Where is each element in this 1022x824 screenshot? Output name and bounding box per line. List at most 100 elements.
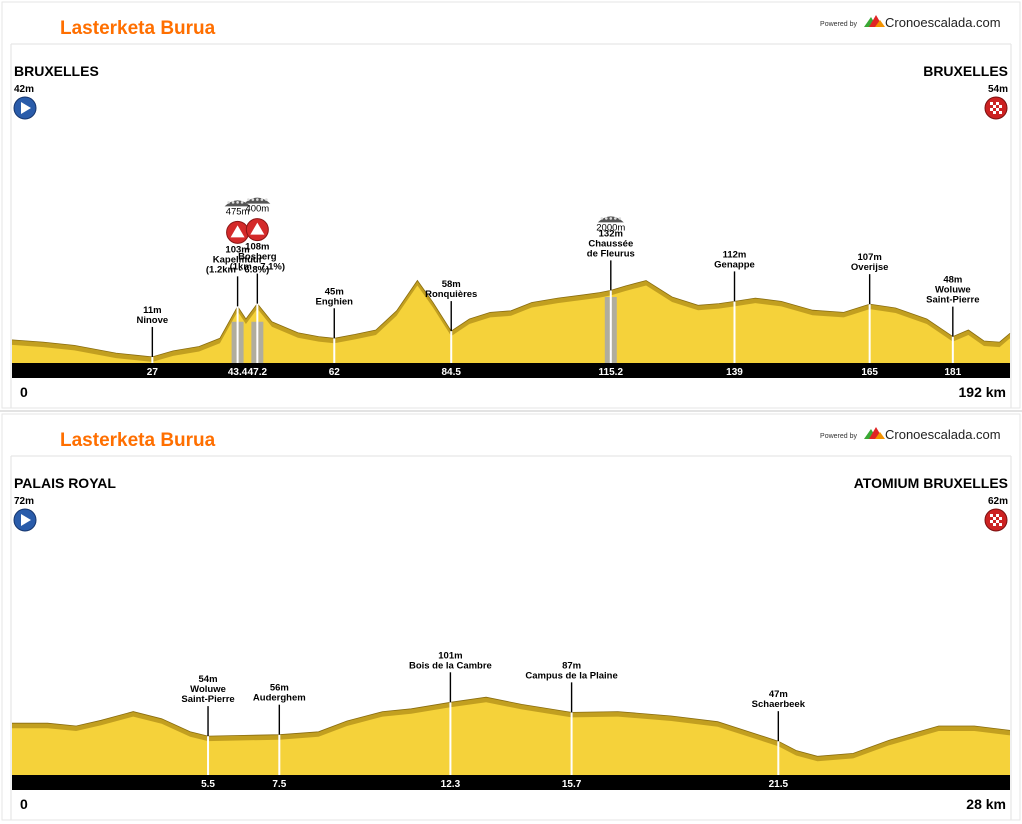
marker-elevation: 103m — [225, 244, 249, 255]
powered-by-label: Powered by — [820, 433, 857, 440]
marker-km-label: 5.5 — [201, 779, 215, 790]
cobblestone-dot — [236, 201, 239, 204]
finish-flag-square — [996, 520, 999, 523]
marker-km-label: 62 — [329, 367, 341, 378]
elevation-profile-line — [11, 279, 1011, 358]
climb-mountain-icon — [230, 225, 245, 238]
logo-mountain-orange-icon — [875, 20, 885, 27]
cobblestone-dot — [605, 217, 608, 220]
marker-km-label: 139 — [726, 367, 743, 378]
marker-elevation: 45m — [325, 286, 344, 297]
chart-title: Lasterketa Burua — [60, 430, 216, 451]
panel-divider — [0, 410, 1022, 412]
elevation-profile-area — [12, 697, 1010, 775]
marker-name: Ronquières — [425, 289, 477, 300]
chart-frame — [1, 1, 1021, 409]
chart-title: Lasterketa Burua — [60, 18, 216, 39]
stage-profile-panel-1: Lasterketa Burua Powered by Cronoescalada.… — [1, 1, 1021, 409]
stage-profile-panel-2: Lasterketa Burua Powered by Cronoescalada.… — [0, 412, 1022, 824]
marker-name: Bois de la Cambre — [409, 660, 492, 671]
cobblestone-dot — [260, 198, 264, 201]
stage-profile-chart-1: Lasterketa Burua Powered by Cronoescalada.… — [1, 1, 1021, 409]
marker-elevation: 107m — [858, 252, 882, 263]
stage-profile-chart-2: Lasterketa Burua Powered by Cronoescalada.… — [1, 413, 1021, 821]
marker-elevation: 47m — [769, 689, 788, 700]
cobblestone-dot — [609, 217, 613, 220]
marker-km-label: 43.4 — [228, 367, 248, 378]
cobblestone-dot — [256, 198, 259, 201]
cobblestone-dot — [227, 201, 230, 204]
marker-name: de Fleurus — [587, 248, 635, 259]
distance-baseline-bar — [12, 775, 1010, 790]
finish-flag-square — [990, 520, 993, 523]
start-play-arrow-icon — [21, 102, 31, 114]
marker-name: Saint-Pierre — [181, 694, 234, 705]
marker-km-label: 84.5 — [441, 367, 461, 378]
marker-name: Enghien — [316, 296, 354, 307]
start-location-name: BRUXELLES — [14, 63, 99, 79]
finish-km-label: 28 km — [966, 796, 1006, 812]
cobblestone-dot — [231, 201, 235, 204]
marker-elevation: 56m — [270, 683, 289, 694]
marker-name: Schaerbeek — [752, 699, 806, 710]
marker-elevation: 112m — [723, 249, 747, 260]
marker-name: Kapelmuur — [213, 254, 263, 265]
marker-name: Campus de la Plaine — [525, 670, 617, 681]
marker-km-label: 12.3 — [441, 779, 461, 790]
start-location-name: PALAIS ROYAL — [14, 475, 116, 491]
sector-length-label: 2000m — [596, 222, 625, 233]
brand-site-name: Cronoescalada.com — [885, 427, 1001, 442]
marker-elevation: 132m — [599, 228, 623, 239]
cobblestone-dot — [618, 217, 622, 220]
marker-km-label: 165 — [861, 367, 878, 378]
marker-km-label: 21.5 — [769, 779, 789, 790]
marker-name: Woluwe — [190, 684, 226, 695]
marker-km-label: 7.5 — [272, 779, 286, 790]
marker-elevation: 48m — [943, 275, 962, 286]
cobblestone-dot — [614, 217, 617, 220]
marker-elevation: 87m — [562, 660, 581, 671]
cobblestone-dot — [240, 201, 244, 204]
distance-baseline-bar — [12, 363, 1010, 378]
marker-name: (1km - 7.1%) — [230, 262, 285, 273]
finish-location-name: ATOMIUM BRUXELLES — [854, 475, 1008, 491]
marker-name: (1.2km - 6.8%) — [206, 264, 269, 275]
cobblestone-dot — [265, 198, 268, 201]
finish-elevation: 54m — [988, 84, 1008, 95]
cobblestone-dot — [600, 217, 604, 220]
finish-flag-square — [993, 523, 996, 526]
marker-name: Chaussée — [588, 238, 633, 249]
finish-flag-square — [999, 517, 1002, 520]
climb-mountain-icon — [250, 222, 265, 235]
marker-name: Genappe — [714, 259, 755, 270]
finish-flag-square — [996, 102, 999, 105]
finish-flag-square — [993, 517, 996, 520]
marker-elevation: 54m — [199, 674, 218, 685]
start-elevation: 72m — [14, 496, 34, 507]
cobblestone-dot — [251, 198, 255, 201]
powered-by-label: Powered by — [820, 21, 857, 28]
marker-name: Saint-Pierre — [926, 295, 979, 306]
cobblestone-dot — [247, 198, 250, 201]
finish-location-name: BRUXELLES — [923, 63, 1008, 79]
marker-name: Woluwe — [935, 285, 971, 296]
finish-flag-square — [996, 108, 999, 111]
start-play-arrow-icon — [21, 514, 31, 526]
logo-mountain-orange-icon — [875, 432, 885, 439]
finish-flag-square — [999, 523, 1002, 526]
marker-km-label: 15.7 — [562, 779, 582, 790]
marker-name: Overijse — [851, 262, 889, 273]
brand-site-name: Cronoescalada.com — [885, 15, 1001, 30]
marker-elevation: 11m — [143, 305, 162, 316]
marker-km-label: 27 — [147, 367, 159, 378]
chart-frame — [1, 413, 1021, 821]
marker-elevation: 58m — [442, 279, 461, 290]
marker-km-label: 47.2 — [248, 367, 268, 378]
start-km-label: 0 — [20, 384, 28, 400]
finish-flag-square — [990, 514, 993, 517]
marker-name: Ninove — [137, 315, 169, 326]
marker-elevation: 108m — [245, 242, 269, 253]
finish-flag-square — [999, 111, 1002, 114]
elevation-profile-shading — [12, 280, 1010, 362]
start-elevation: 42m — [14, 84, 34, 95]
